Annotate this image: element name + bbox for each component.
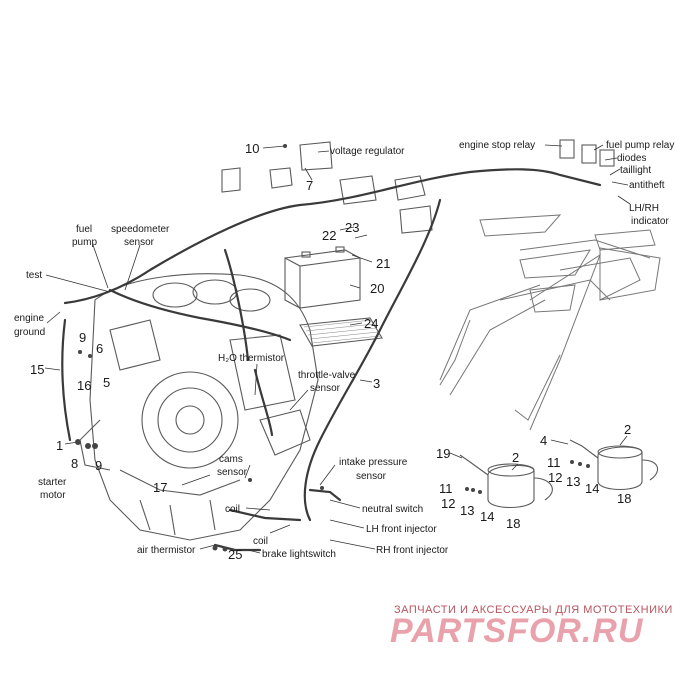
battery [284,246,361,309]
callout-12b: 12 [548,470,562,485]
callout-19: 19 [436,446,450,461]
callout-22: 22 [322,228,336,243]
callout-10: 10 [245,141,259,156]
ignition-coil-left [459,454,553,509]
label-lhrh-line1: LH/RH [629,203,659,214]
callout-11a: 11 [439,481,453,496]
callout-3: 3 [373,376,380,391]
watermark-logo: PARTSFOR.RU [390,612,644,650]
label-engine-stop-relay: engine stop relay [459,140,535,151]
label-lhrh-line2: indicator [631,216,669,227]
callout-2a: 2 [512,450,519,465]
callout-13a: 13 [460,503,474,518]
label-brake-switch: brake lightswitch [262,549,336,560]
callout-23: 23 [345,220,359,235]
part-labels: voltage regulator engine stop relay fuel… [14,140,674,560]
callout-1a: 1 [56,438,63,453]
label-voltage-regulator: voltage regulator [330,146,405,157]
label-coil-b: coil [253,536,268,547]
callout-14b: 14 [585,481,599,496]
callout-20: 20 [370,281,384,296]
callout-12a: 12 [441,496,455,511]
label-throttle-line2: sensor [310,383,341,394]
callout-13b: 13 [566,474,580,489]
connector-dots [75,144,590,552]
callout-11b: 11 [547,455,561,470]
label-lh-injector: LH front injector [366,524,437,535]
battery-pad [299,317,383,347]
callout-9b: 9 [95,458,102,473]
relays-cluster [339,139,615,234]
leader-lines [44,144,631,554]
label-engine-ground-line1: engine [14,313,44,324]
label-test: test [26,270,42,281]
callout-8: 8 [71,456,78,471]
callout-5: 5 [103,375,110,390]
callout-4: 4 [540,433,547,448]
label-fuel-pump-line2: pump [72,237,97,248]
engine-block [79,273,319,541]
watermark-tagline: ЗАПЧАСТИ И АКСЕССУАРЫ ДЛЯ МОТОТЕХНИКИ [394,604,673,616]
callout-25: 25 [228,547,242,562]
main-wiring-harness [61,168,602,552]
label-diodes: diodes [617,153,646,164]
callout-2b: 2 [624,422,631,437]
callout-18a: 18 [506,516,520,531]
label-fuel-pump-line1: fuel [76,224,92,235]
voltage-regulator-part [221,141,333,193]
label-rh-injector: RH front injector [376,545,449,556]
callout-15: 15 [30,362,44,377]
callout-16: 16 [77,378,91,393]
ignition-coil-right [569,439,659,491]
callout-9a: 9 [79,330,86,345]
callout-14a: 14 [480,509,494,524]
label-coil-a: coil [225,504,240,515]
label-engine-ground-line2: ground [14,327,45,338]
label-cams-line2: sensor [217,467,248,478]
label-intake-line1: intake pressure [339,457,408,468]
label-starter-line2: motor [40,490,66,501]
rear-frame [439,214,661,431]
callout-6: 6 [96,341,103,356]
callout-18b: 18 [617,491,631,506]
label-throttle-line1: throttle-valve [298,370,356,381]
label-speedometer-line2: sensor [124,237,155,248]
label-air-thermistor: air thermistor [137,545,196,556]
label-taillight: taillight [620,165,651,176]
label-intake-line2: sensor [356,471,387,482]
callout-24: 24 [364,316,378,331]
label-h2o-thermistor: H₂O thermistor [218,353,285,364]
callout-numbers: 10 7 23 22 21 20 24 3 9 6 16 5 15 1 8 9 … [30,141,631,562]
callout-21: 21 [376,256,390,271]
label-cams-line1: cams [219,454,243,465]
callout-7: 7 [306,178,313,193]
label-speedometer-line1: speedometer [111,224,170,235]
callout-17: 17 [153,480,167,495]
label-antitheft: antitheft [629,180,665,191]
label-starter-line1: starter [38,477,67,488]
label-fuel-pump-relay: fuel pump relay [606,140,674,151]
label-neutral-switch: neutral switch [362,504,423,515]
